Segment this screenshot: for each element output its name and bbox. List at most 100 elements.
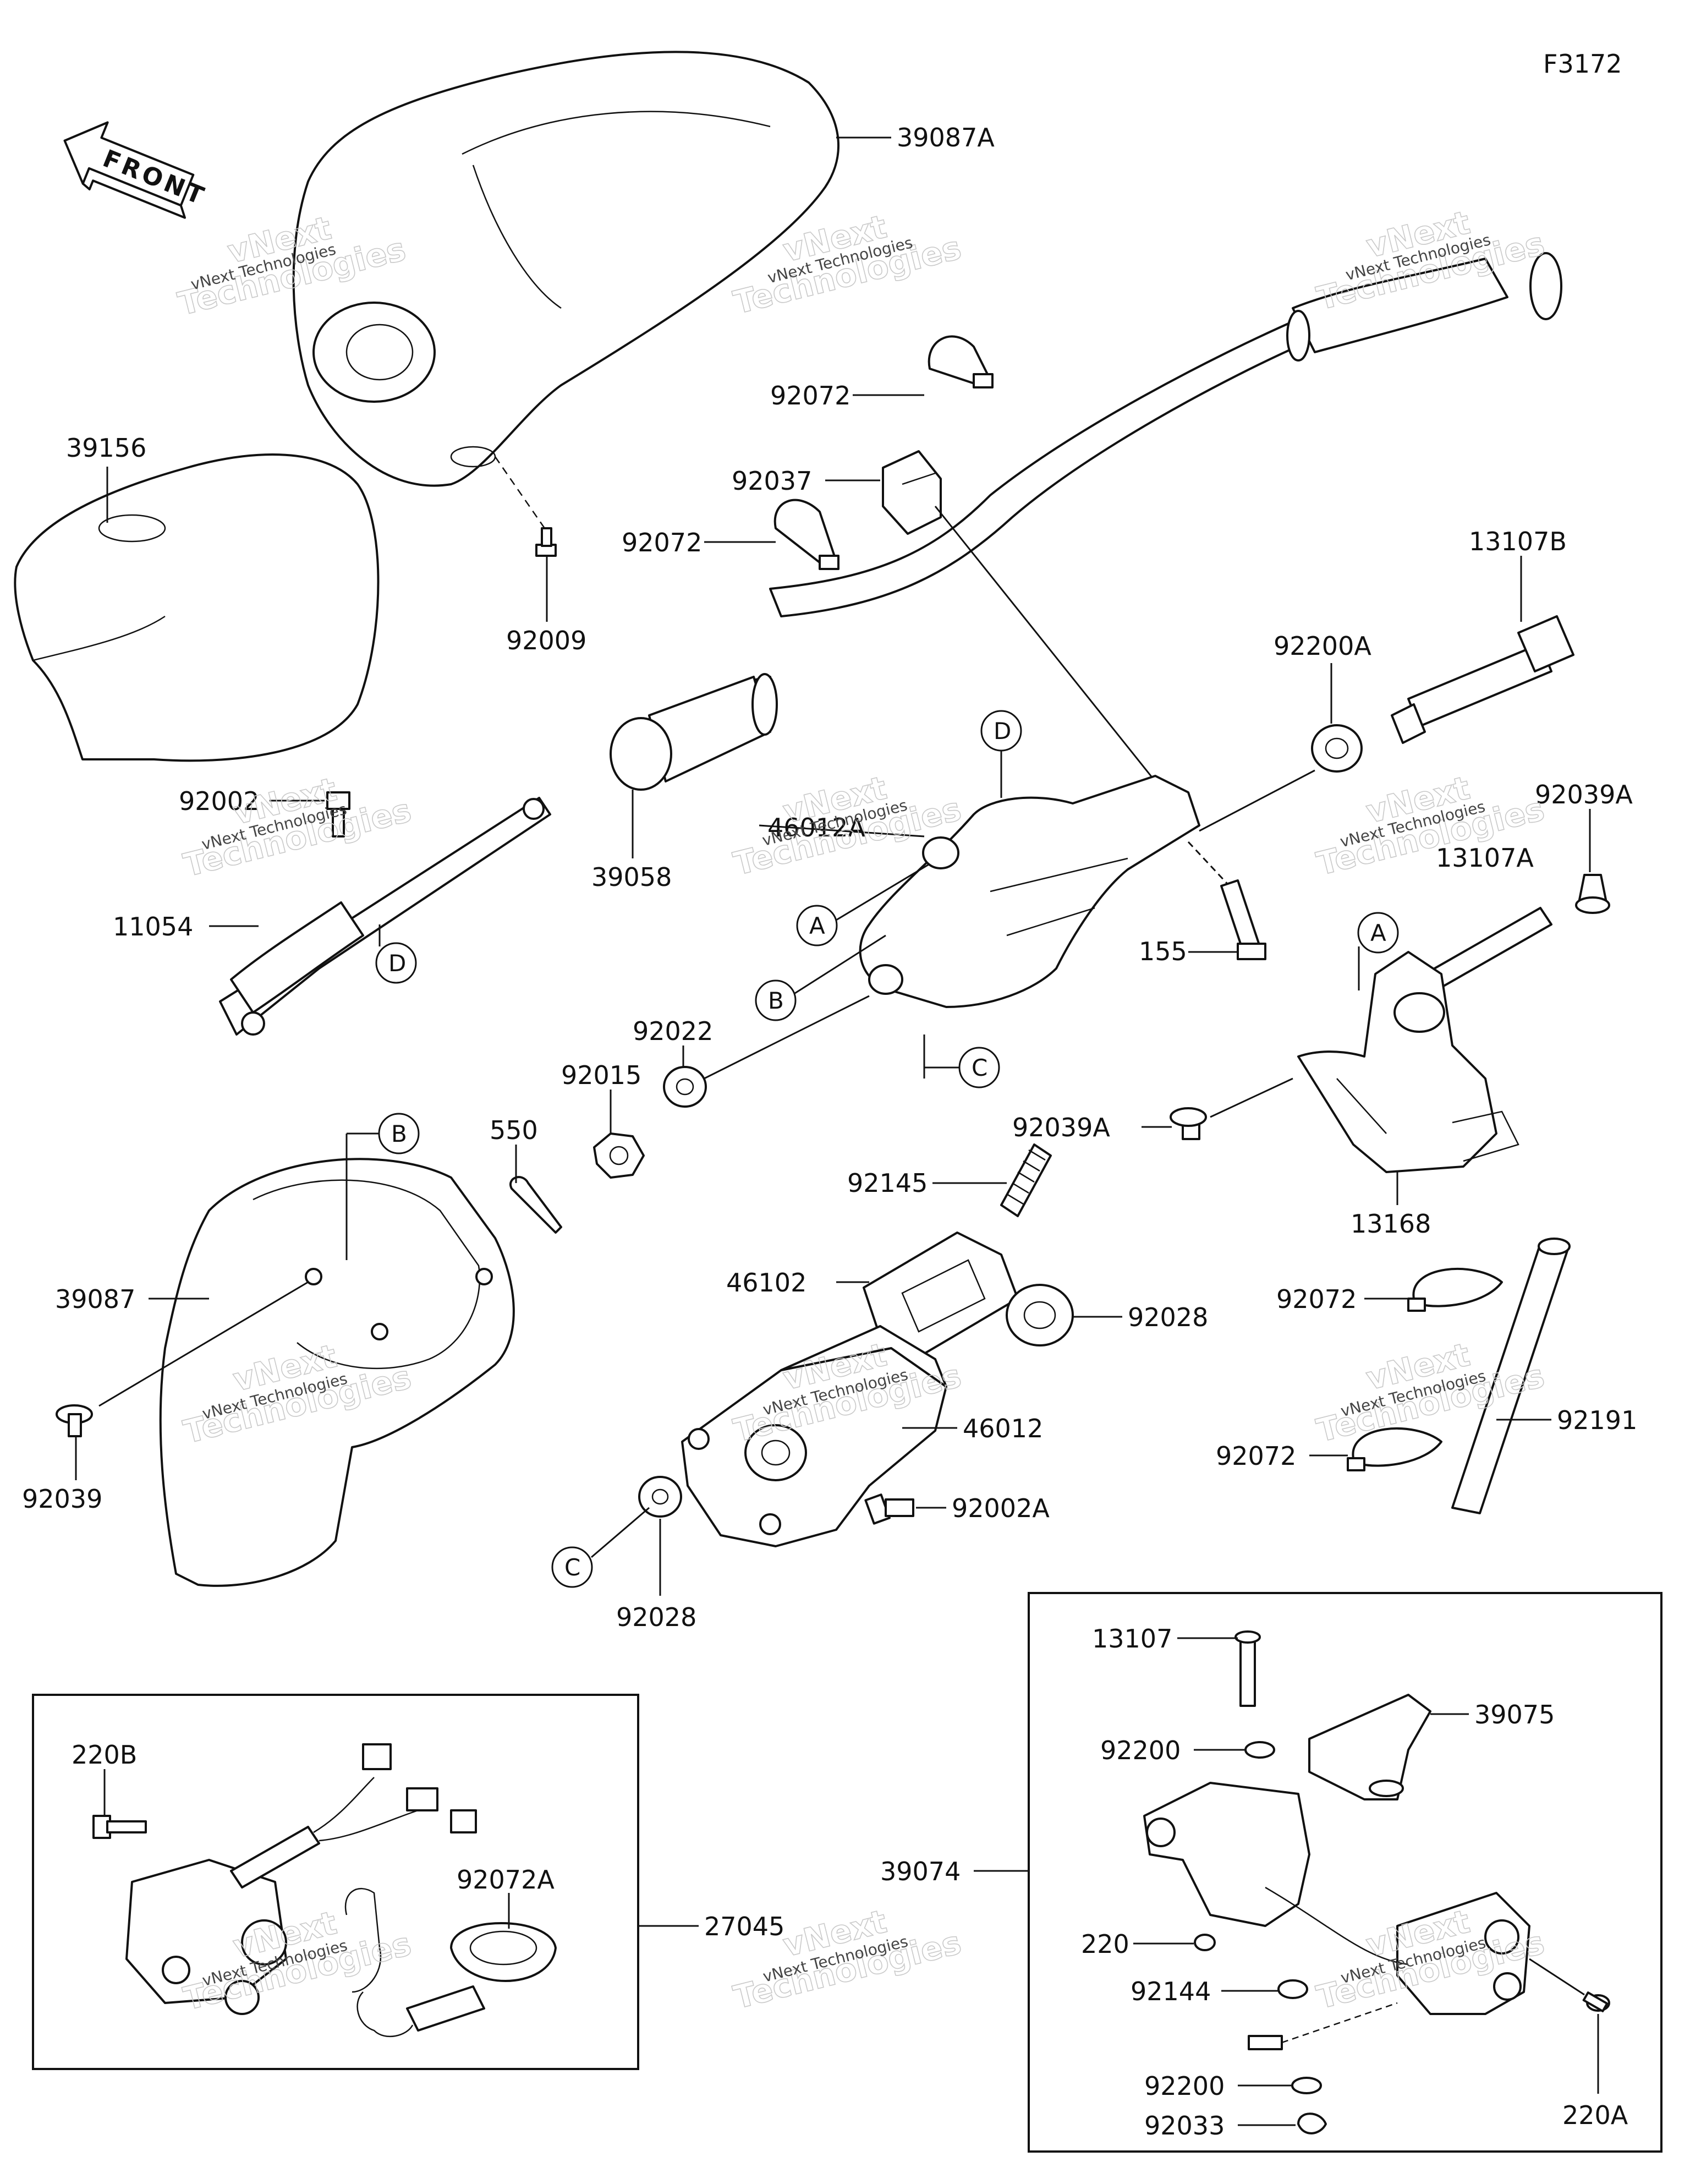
svg-text:D: D [994, 718, 1011, 745]
part-92002A-bolt [864, 1493, 914, 1525]
part-27045-tether-clip [344, 1887, 414, 2038]
label-92200A: 92200A [1274, 631, 1371, 661]
ref-marker-D-low: D [375, 942, 417, 984]
label-13107A: 13107A [1436, 843, 1534, 873]
kit-box-27045 [32, 1694, 639, 2070]
part-92200A-washer [1311, 724, 1363, 773]
label-92200-b: 92200 [1144, 2071, 1225, 2101]
part-46012A-steering-holder [859, 775, 1200, 1008]
ref-marker-C-mid: C [958, 1047, 1000, 1088]
label-92028-a: 92028 [1128, 1302, 1208, 1332]
part-13107-pin [1234, 1630, 1261, 1707]
label-92022: 92022 [633, 1016, 713, 1046]
part-39087A-cover [292, 51, 839, 487]
svg-text:C: C [564, 1554, 580, 1581]
part-92072A-clamp [406, 1922, 557, 2032]
label-92033: 92033 [1144, 2111, 1225, 2141]
ref-marker-C-low: C [551, 1546, 593, 1588]
label-46102: 46102 [726, 1268, 806, 1298]
part-39087-lower-cover [159, 1158, 515, 1587]
label-39087: 39087 [55, 1284, 135, 1314]
label-92072-b: 92072 [622, 528, 702, 557]
part-39074-throttle-housing [1143, 1782, 1530, 2015]
ref-marker-B-left: B [755, 979, 797, 1021]
part-92072-cable-tie-right-lower [1347, 1427, 1442, 1471]
part-92200-washer-bottom [1291, 2077, 1322, 2094]
part-92072-cable-tie-right-upper [1407, 1268, 1503, 1312]
label-92072-d: 92072 [1216, 1441, 1296, 1471]
label-46012A: 46012A [767, 813, 865, 842]
part-39156-seat-cover [14, 453, 380, 762]
label-92191: 92191 [1557, 1405, 1637, 1435]
label-13107: 13107 [1092, 1624, 1172, 1654]
part-handlebar [610, 252, 1562, 791]
part-92145-spring [1000, 1143, 1052, 1217]
label-92039: 92039 [22, 1484, 102, 1514]
front-arrow-icon: FRONT [63, 121, 211, 219]
kit-box-39074 [1028, 1592, 1662, 2153]
label-13168: 13168 [1351, 1209, 1431, 1239]
part-220A-screw [1582, 1991, 1610, 2012]
label-39075: 39075 [1474, 1700, 1555, 1729]
part-220B-screw [92, 1815, 147, 1839]
label-46012: 46012 [963, 1414, 1043, 1443]
part-92033-circlip [1297, 2112, 1327, 2134]
part-46012-steering-housing [681, 1325, 947, 1547]
label-155: 155 [1139, 937, 1187, 966]
label-550: 550 [490, 1115, 538, 1145]
label-92002A: 92002A [952, 1493, 1050, 1523]
label-27045: 27045 [704, 1912, 784, 1941]
label-92037: 92037 [732, 466, 812, 496]
label-92072A: 92072A [457, 1865, 555, 1895]
part-92039-rivet [56, 1404, 93, 1437]
part-550-cotter-pin [509, 1176, 562, 1234]
part-39074-shaft [1248, 2002, 1398, 2050]
label-39156: 39156 [66, 433, 146, 463]
label-39058: 39058 [591, 862, 672, 892]
ref-marker-A-left: A [796, 905, 838, 946]
part-92072-cable-tie-top [928, 335, 994, 388]
svg-text:D: D [388, 950, 406, 977]
part-13168-bracket [1297, 951, 1519, 1173]
ref-marker-D-top: D [980, 710, 1022, 752]
part-92039A-rivet-mid [1170, 1107, 1207, 1140]
label-39087A: 39087A [897, 123, 995, 152]
label-92145: 92145 [847, 1168, 928, 1198]
watermark-11: vNext Technologies vNext Technologies [729, 1902, 965, 2017]
label-92015: 92015 [561, 1060, 641, 1090]
svg-text:A: A [809, 912, 825, 939]
part-92009-screw [535, 527, 557, 557]
ref-marker-A-top: A [1357, 912, 1399, 954]
label-92039A-b: 92039A [1012, 1113, 1110, 1142]
label-220: 220 [1081, 1929, 1129, 1959]
part-220-screw [1194, 1934, 1216, 1951]
diagram-id: F3172 [1543, 49, 1622, 79]
part-92037-clamp [882, 450, 942, 535]
label-13107B: 13107B [1469, 527, 1567, 556]
label-11054: 11054 [113, 912, 193, 942]
part-92039A-rivet-top [1575, 874, 1610, 914]
label-92072-a: 92072 [770, 381, 851, 410]
label-92072-c: 92072 [1276, 1284, 1357, 1314]
part-92028-washer-bottom [638, 1476, 682, 1518]
label-220B: 220B [72, 1740, 137, 1770]
part-27045-switch-housing [125, 1826, 320, 2015]
part-92022-washer [663, 1066, 707, 1108]
part-92015-nut [593, 1132, 645, 1179]
part-27045-wire-harness [313, 1743, 477, 1842]
part-92072-cable-tie-mid [773, 499, 839, 570]
label-39074: 39074 [880, 1857, 961, 1886]
part-92200-washer-top [1244, 1741, 1275, 1759]
part-92191-hose [1451, 1238, 1571, 1514]
svg-text:C: C [972, 1054, 987, 1081]
label-92144: 92144 [1131, 1977, 1211, 2006]
label-92039A-a: 92039A [1535, 780, 1633, 809]
part-11054-bracket [219, 797, 551, 1036]
label-220A: 220A [1562, 2100, 1628, 2130]
svg-text:A: A [1370, 919, 1386, 946]
part-39075-lever [1308, 1694, 1431, 1800]
part-155-bolt [1220, 879, 1266, 960]
svg-text:B: B [391, 1120, 407, 1147]
